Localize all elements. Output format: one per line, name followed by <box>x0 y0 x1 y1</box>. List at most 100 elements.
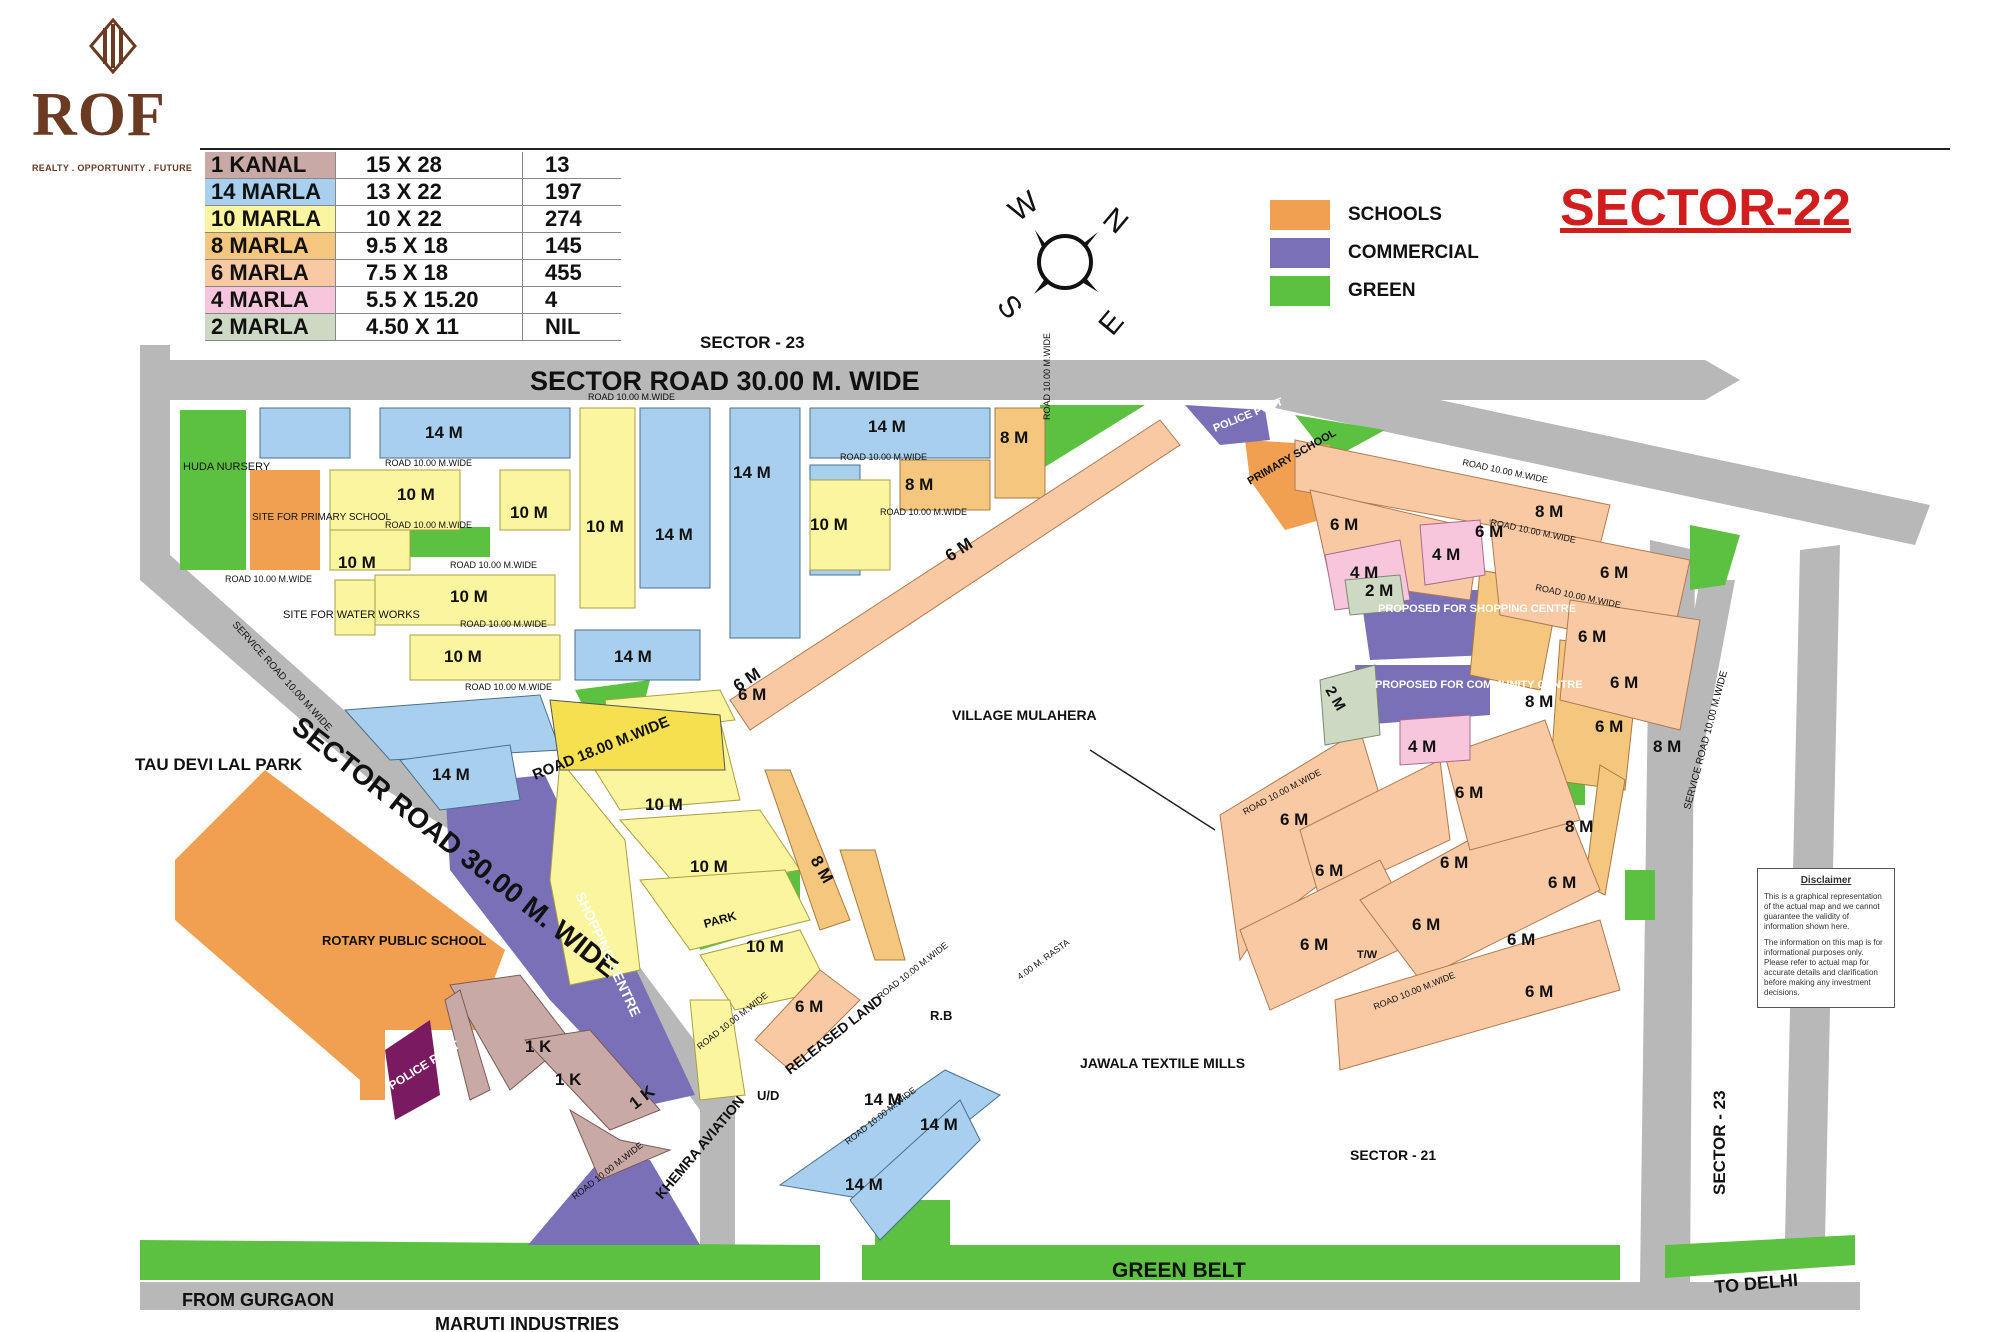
disclaimer-title: Disclaimer <box>1800 875 1852 886</box>
compass-circle <box>1037 234 1093 290</box>
road-label-h: ROAD 10.00 M.WIDE <box>840 452 927 462</box>
block-10m-5 <box>374 574 556 626</box>
block-4m-2 <box>1419 519 1486 586</box>
label-6m-f: 6 M <box>1578 627 1606 646</box>
label-8m-b: 8 M <box>905 475 933 494</box>
compass-arrow-se <box>1082 278 1098 292</box>
block-14m-9 <box>778 1069 1001 1201</box>
green-belt-label: GREEN BELT <box>1112 1259 1246 1282</box>
block-8m-1 <box>994 407 1046 499</box>
key-row: COMMERCIAL <box>1270 238 1479 268</box>
road-18-block <box>549 699 726 771</box>
block-6m-bottom <box>1334 919 1621 1071</box>
plots-4-marla <box>1324 519 1486 766</box>
compass-s: S <box>990 289 1028 326</box>
label-6m-l: 6 M <box>1440 853 1468 872</box>
label-6m-o: 6 M <box>1300 935 1328 954</box>
label-14m-c: 14 M <box>733 463 771 482</box>
compass-arrow-ne <box>1084 232 1098 247</box>
huda-nursery-green <box>180 410 246 570</box>
road-label-b: ROAD 10.00 M.WIDE <box>385 458 472 468</box>
jawala-label: JAWALA TEXTILE MILLS <box>1080 1055 1245 1071</box>
green-belt-right <box>1665 1235 1855 1278</box>
key-row: SCHOOLS <box>1270 200 1479 230</box>
label-6m-d: 6 M <box>1475 522 1503 541</box>
proposed-community-area <box>1355 665 1490 725</box>
green-belt-left <box>140 1240 820 1280</box>
plot-dimensions: 4.50 X 11 <box>335 313 523 341</box>
compass-n: N <box>1096 201 1134 240</box>
from-gurgaon-label: FROM GURGAON <box>182 1290 334 1310</box>
primary-school-site-label: SITE FOR PRIMARY SCHOOL <box>252 512 392 523</box>
block-6m-mid-1 <box>1299 759 1451 901</box>
sector-21-label: SECTOR - 21 <box>1350 1147 1436 1163</box>
key-swatch <box>1270 276 1330 306</box>
maruti-label: MARUTI INDUSTRIES <box>435 1314 619 1332</box>
tw-label: T/W <box>1357 949 1378 961</box>
water-works-label: SITE FOR WATER WORKS <box>283 609 420 621</box>
plot-size: 2 MARLA <box>205 313 336 341</box>
proposed-shopping-label: PROPOSED FOR SHOPPING CENTRE <box>1378 603 1576 615</box>
park-green-center <box>410 527 490 557</box>
block-2m-2 <box>1319 664 1381 746</box>
village-label: VILLAGE MULAHERA <box>952 707 1097 723</box>
label-8m-c: 8 M <box>1535 502 1563 521</box>
road-label-r: ROAD 10.00 M.WIDE <box>1042 333 1052 420</box>
label-8m-f: 8 M <box>1653 737 1681 756</box>
plots-2-marla <box>1319 574 1406 746</box>
plot-dimensions: 13 X 22 <box>335 178 523 206</box>
road-label-i: ROAD 10.00 M.WIDE <box>880 507 967 517</box>
tau-devi-lal-label: TAU DEVI LAL PARK <box>135 755 303 774</box>
service-road-right-diag <box>1640 580 1735 900</box>
sector-road-left-vert <box>140 345 170 555</box>
block-6m-strip <box>729 419 1181 731</box>
compass-w: W <box>1003 185 1046 229</box>
label-8m-d: 8 M <box>1525 692 1553 711</box>
plot-count: 274 <box>522 205 621 233</box>
key-swatch <box>1270 200 1330 230</box>
plot-size: 8 MARLA <box>205 232 336 260</box>
block-8m-4 <box>839 849 906 961</box>
label-6m-p: 6 M <box>1507 930 1535 949</box>
road-label-f: ROAD 10.00 M.WIDE <box>460 619 547 629</box>
label-6m-n: 6 M <box>1412 915 1440 934</box>
green-top-right-strip <box>1040 405 1145 470</box>
label-14m-i: 14 M <box>845 1175 883 1194</box>
label-10m-d: 10 M <box>810 515 848 534</box>
block-10m-2 <box>499 469 571 531</box>
plot-count: 455 <box>522 259 621 287</box>
map-key: SCHOOLS COMMERCIAL GREEN <box>1270 200 1479 314</box>
rotary-school <box>175 770 505 1100</box>
road-label-a: ROAD 10.00 M.WIDE <box>588 392 675 402</box>
key-row: GREEN <box>1270 276 1479 306</box>
rasta-line <box>1089 749 1216 831</box>
label-1k-a: 1 K <box>525 1037 552 1056</box>
police-post-left <box>385 1020 440 1120</box>
key-swatch <box>1270 238 1330 268</box>
disclaimer-box: Disclaimer This is a graphical represent… <box>1757 868 1895 1008</box>
khemra-commercial <box>528 1160 700 1245</box>
plot-count: 145 <box>522 232 621 260</box>
label-14m-f: 14 M <box>432 765 470 784</box>
block-1k-3 <box>568 1108 672 1181</box>
plot-dimensions: 9.5 X 18 <box>335 232 523 260</box>
plots-14-marla <box>259 407 1001 1241</box>
block-14m-6 <box>574 629 701 681</box>
block-14m-5 <box>809 407 991 459</box>
label-10m-e: 10 M <box>338 553 376 572</box>
road-label-d: ROAD 10.00 M.WIDE <box>450 560 537 570</box>
top-right-road <box>1275 370 1930 545</box>
plot-size: 6 MARLA <box>205 259 336 287</box>
block-6m-right-4 <box>1444 719 1581 851</box>
label-14m-a: 14 M <box>425 423 463 442</box>
block-10m-8 <box>809 479 891 571</box>
rb-label: R.B <box>930 1008 952 1023</box>
sector-road-diagonal <box>140 555 735 1255</box>
service-road-left-label: SERVICE ROAD 10.00 M.WIDE <box>230 620 334 734</box>
disclaimer-p1: This is a graphical representation of th… <box>1764 891 1882 931</box>
label-14m-d: 14 M <box>655 525 693 544</box>
